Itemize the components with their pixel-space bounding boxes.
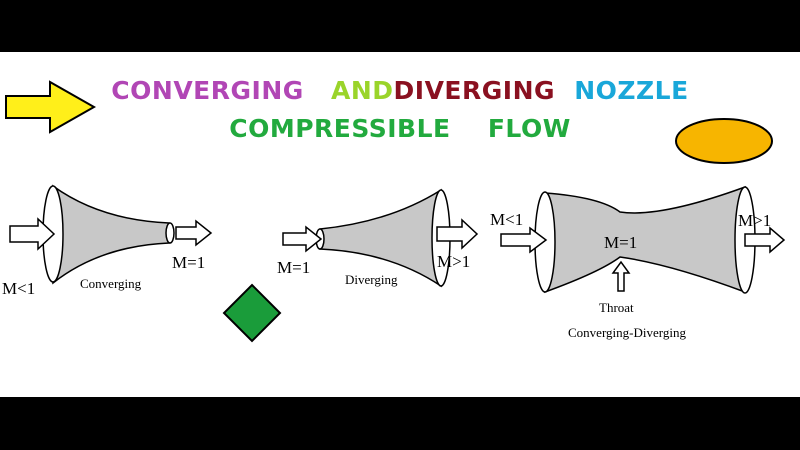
title-word-and: AND xyxy=(330,76,394,105)
throat-label: Throat xyxy=(599,300,634,315)
con-div-nozzle: M<1 M=1 M>1 Throat Converging-Diverging xyxy=(490,185,786,340)
converging-inlet-mach: M<1 xyxy=(2,279,35,298)
nozzle-diagram: M<1 M=1 Converging M=1 M>1 Diverging M<1… xyxy=(2,80,786,343)
con-div-caption: Converging-Diverging xyxy=(568,325,686,340)
green-diamond xyxy=(222,283,282,343)
outlet-arrow-icon xyxy=(744,226,786,254)
slide-canvas: M<1 M=1 Converging M=1 M>1 Diverging M<1… xyxy=(0,52,800,397)
subtitle-word-flow: FLOW xyxy=(487,114,571,143)
yellow-arrow-icon xyxy=(5,80,97,134)
con-div-inlet-mach: M<1 xyxy=(490,210,523,229)
title-line-1: CONVERGING ANDDIVERGING NOZZLE xyxy=(0,76,800,105)
title-word-nozzle: NOZZLE xyxy=(574,76,689,105)
outlet-arrow-icon xyxy=(436,218,479,250)
con-div-outlet-mach: M>1 xyxy=(738,211,771,230)
con-div-throat-mach: M=1 xyxy=(604,233,637,252)
outlet-arrow-icon xyxy=(175,219,213,247)
subtitle-word-compressible: COMPRESSIBLE xyxy=(229,114,451,143)
throat-arrow-icon xyxy=(611,260,631,292)
inlet-arrow-icon xyxy=(500,226,548,254)
orange-ellipse xyxy=(675,118,773,164)
converging-caption: Converging xyxy=(80,276,142,291)
diverging-nozzle: M=1 M>1 Diverging xyxy=(277,188,479,288)
diverging-inlet-mach: M=1 xyxy=(277,258,310,277)
inlet-arrow-icon xyxy=(282,225,323,253)
diverging-caption: Diverging xyxy=(345,272,398,287)
diverging-outlet-mach: M>1 xyxy=(437,252,470,271)
converging-nozzle: M<1 M=1 Converging xyxy=(2,184,213,298)
converging-outlet-mach: M=1 xyxy=(172,253,205,272)
inlet-arrow-icon xyxy=(9,217,56,251)
title-word-diverging: DIVERGING xyxy=(393,76,556,105)
title-line-2: COMPRESSIBLE FLOW xyxy=(0,114,800,143)
title-word-converging: CONVERGING xyxy=(111,76,304,105)
